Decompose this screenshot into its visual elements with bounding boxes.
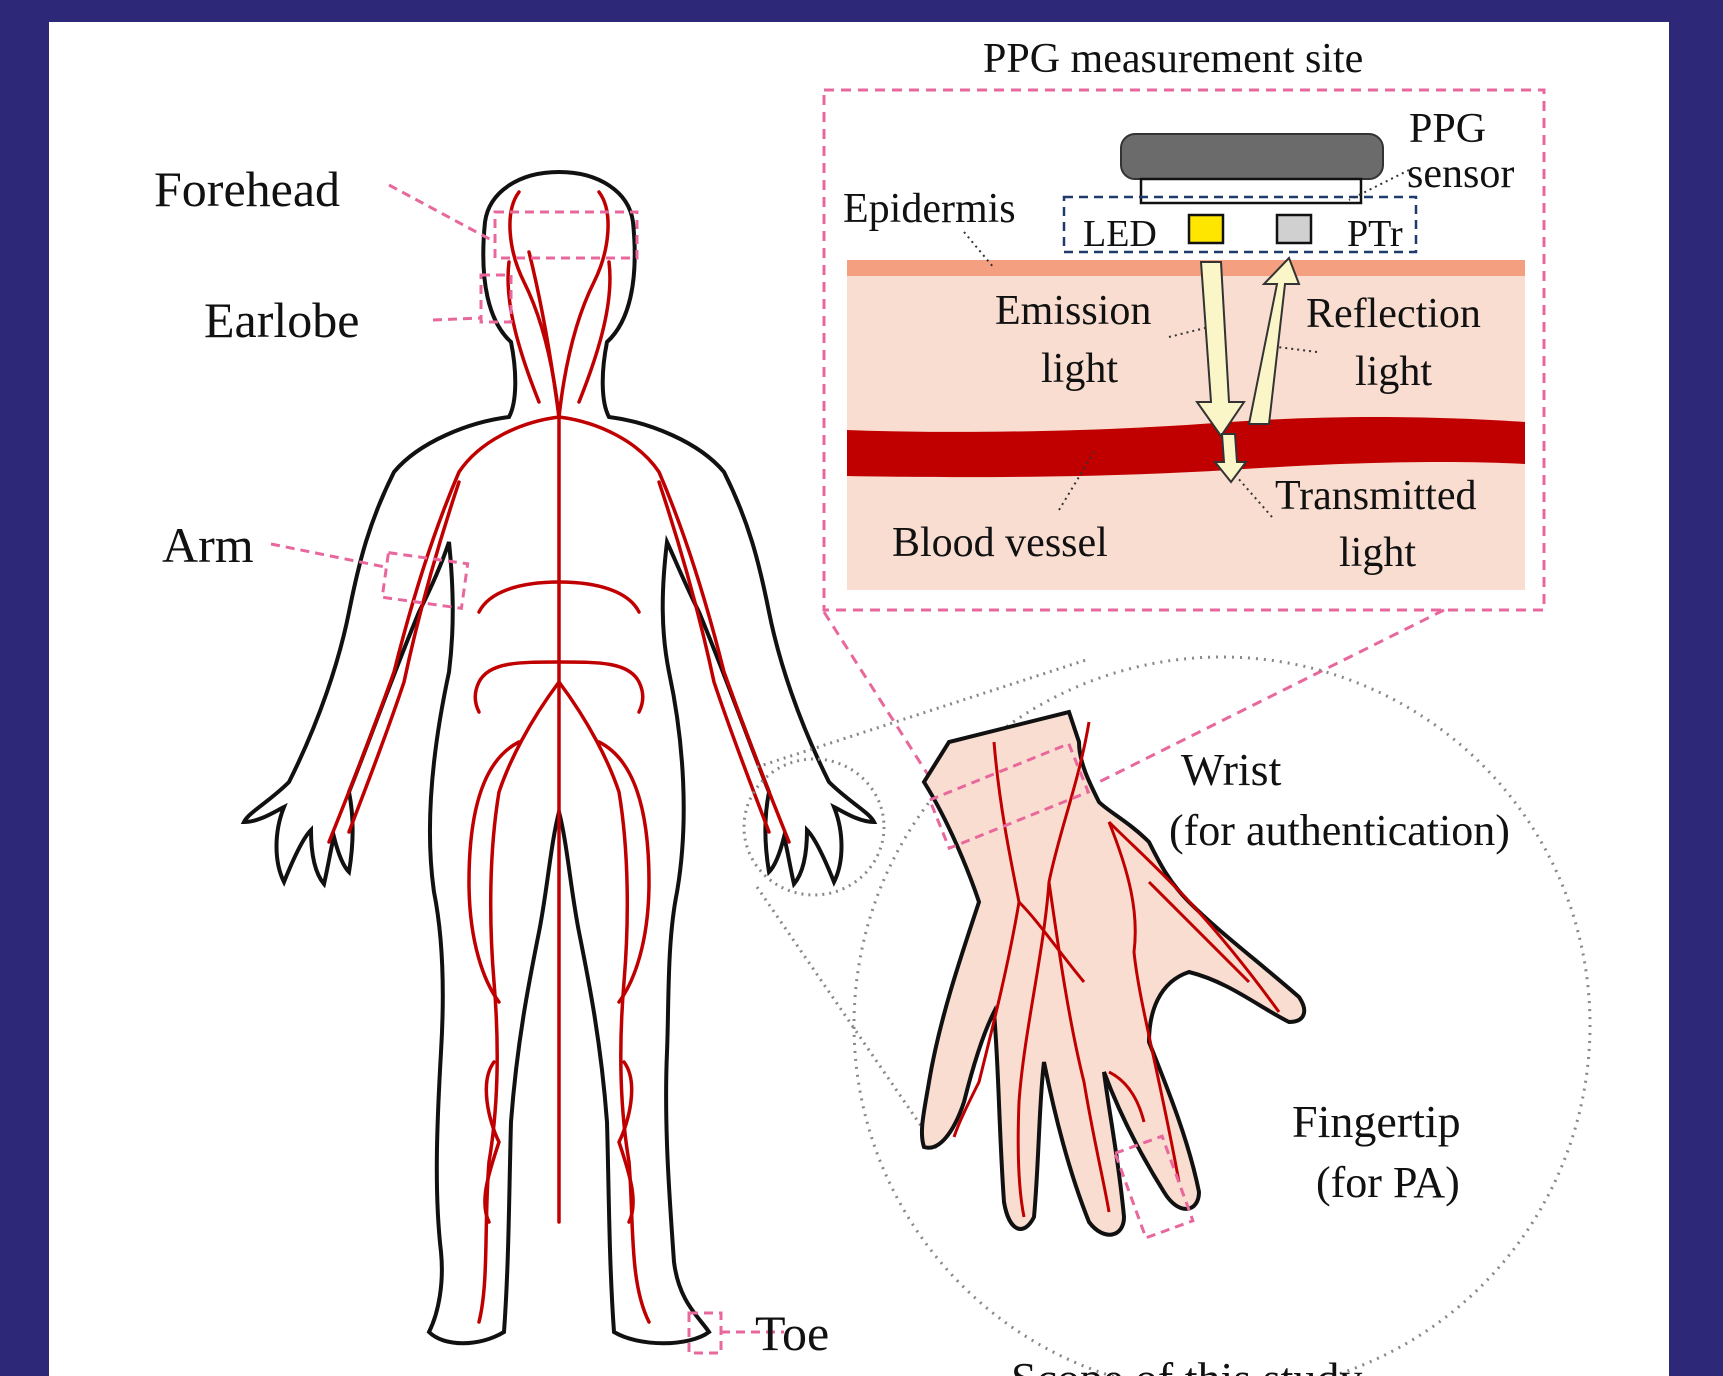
wrist-sub-label: (for authentication) (1169, 806, 1510, 855)
emission-label-1: Emission (995, 288, 1151, 334)
fingertip-label: Fingertip (1292, 1096, 1461, 1147)
led-label: LED (1083, 213, 1157, 255)
ppg-diagram: Forehead Earlobe Arm Toe Wrist (for auth… (49, 22, 1669, 1376)
forehead-site-box (495, 212, 637, 258)
ppg-site-title: PPG measurement site (983, 36, 1363, 82)
ppg-sensor-housing (1121, 134, 1383, 179)
ptr-element (1277, 215, 1311, 243)
forehead-label: Forehead (154, 161, 340, 217)
reflection-label-2: light (1355, 349, 1432, 395)
blood-vessel-label: Blood vessel (892, 520, 1108, 566)
ppg-sensor-board (1141, 179, 1361, 203)
arm-leader (271, 544, 385, 567)
fingertip-sub-label: (for PA) (1316, 1158, 1460, 1207)
wrist-label: Wrist (1181, 744, 1282, 795)
earlobe-leader (433, 318, 481, 320)
reflection-label-1: Reflection (1306, 291, 1481, 337)
toe-label: Toe (755, 1305, 829, 1361)
epidermis-label: Epidermis (843, 186, 1016, 232)
arm-label: Arm (162, 517, 254, 573)
forehead-leader (389, 185, 495, 242)
blood-vessels (329, 192, 789, 1322)
led-element (1189, 215, 1223, 243)
ppg-sensor-label-1: PPG (1409, 106, 1486, 152)
ppg-sensor-label-2: sensor (1407, 151, 1514, 197)
epidermis-band (847, 260, 1525, 276)
transmitted-label-2: light (1339, 530, 1416, 576)
transmitted-label-1: Transmitted (1275, 473, 1476, 519)
scope-label: Scope of this study (1011, 1353, 1362, 1376)
figure-canvas: Forehead Earlobe Arm Toe Wrist (for auth… (49, 22, 1669, 1376)
emission-label-2: light (1041, 346, 1118, 392)
ptr-label: PTr (1347, 213, 1403, 255)
ppg-site-inset: PPG measurement site PPG sensor Epidermi… (824, 36, 1544, 610)
human-body: Forehead Earlobe Arm Toe (154, 161, 884, 1361)
earlobe-label: Earlobe (204, 292, 359, 348)
hand-detail: Wrist (for authentication) Fingertip (fo… (854, 657, 1590, 1376)
